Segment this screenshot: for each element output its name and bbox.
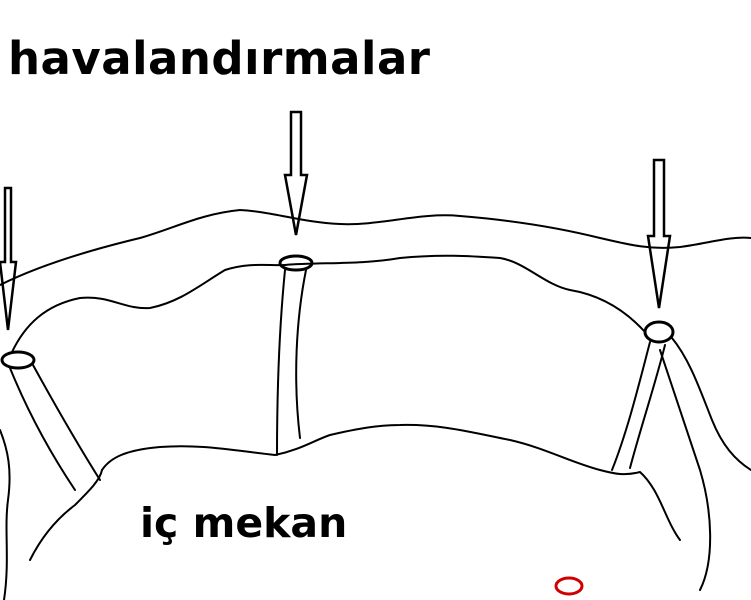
middle-shaft-b [295, 269, 307, 439]
red-marker-icon [554, 576, 584, 596]
right-shaft-a [611, 341, 651, 471]
surface-line [0, 209, 751, 286]
middle-shaft-a [276, 269, 286, 456]
left-shaft-a [9, 367, 76, 491]
right-shaft-b [629, 344, 666, 469]
right-wall-outer [671, 337, 751, 471]
arrow-left-icon [0, 186, 18, 331]
chamber-floor [101, 423, 681, 541]
ceiling-line [11, 254, 646, 353]
interior-label: iç mekan [140, 499, 348, 547]
arrow-middle-icon [283, 110, 309, 236]
vent-right-opening [643, 320, 675, 344]
vent-middle-opening [278, 254, 314, 272]
left-wall [0, 429, 11, 600]
diagram-title: havalandırmalar [8, 32, 431, 85]
arrow-right-icon [646, 158, 672, 309]
left-shaft-b [32, 364, 101, 481]
left-floor-bump [29, 469, 103, 561]
vent-left-opening [0, 350, 36, 370]
right-wall-inner [659, 349, 712, 591]
